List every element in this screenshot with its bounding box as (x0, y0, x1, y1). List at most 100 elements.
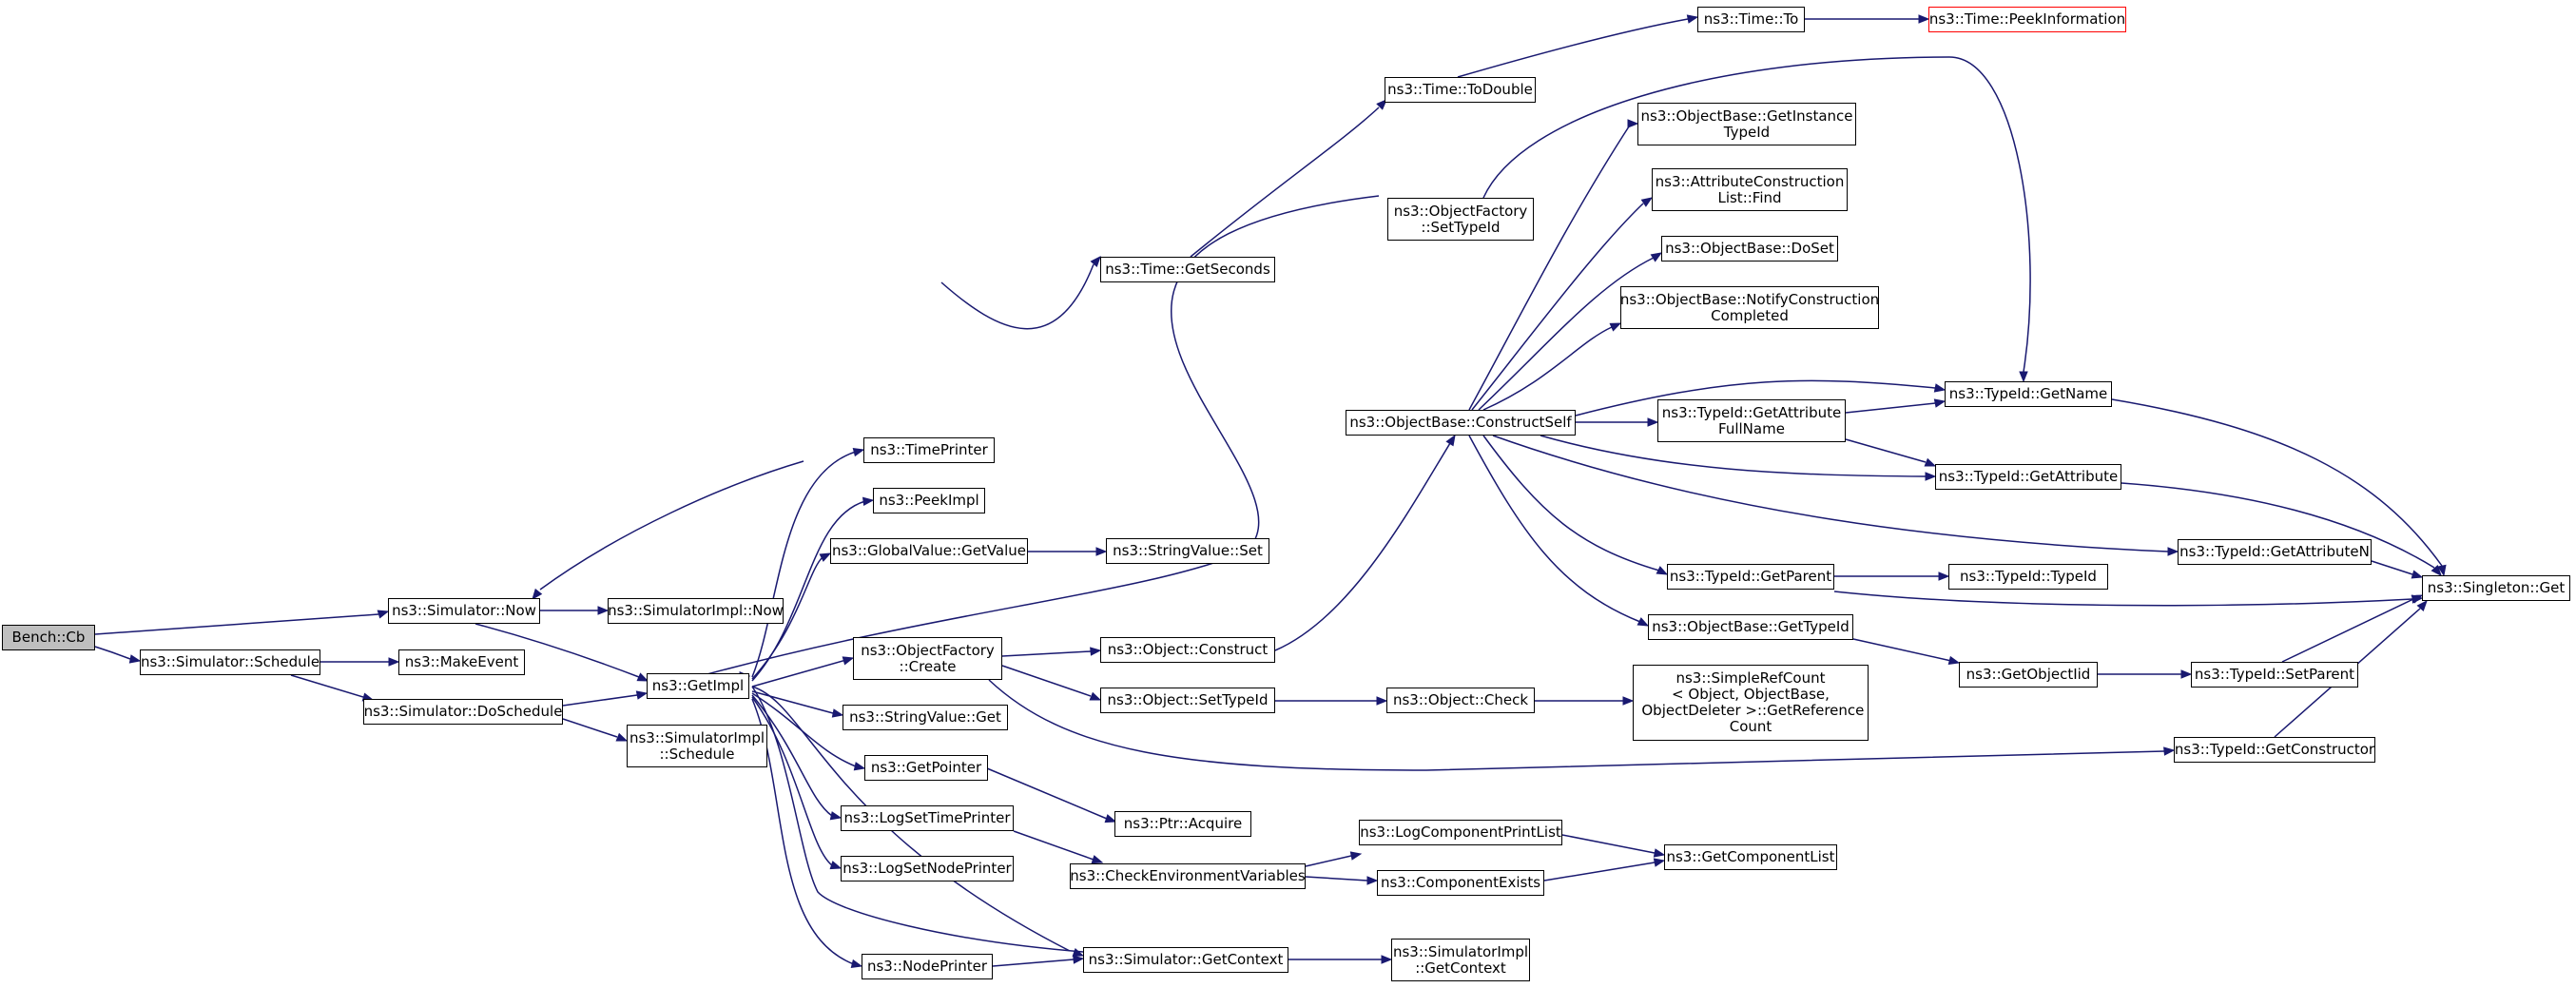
call-edge-arrowhead-61 (852, 447, 865, 457)
call-edge-arrowhead-17 (1445, 434, 1456, 447)
node-simulator-getcontext[interactable]: ns3::Simulator::GetContext (1083, 947, 1288, 973)
node-time-getseconds[interactable]: ns3::Time::GetSeconds (1100, 257, 1275, 282)
call-edge-arrowhead-6 (636, 672, 649, 682)
node-objectbase-constructself[interactable]: ns3::ObjectBase::ConstructSelf (1346, 410, 1576, 436)
call-edge-31 (1468, 435, 1641, 623)
node-ptr-acquire[interactable]: ns3::Ptr::Acquire (1114, 811, 1251, 837)
node-object-construct[interactable]: ns3::Object::Construct (1100, 637, 1275, 663)
call-edge-arrowhead-48 (1073, 955, 1085, 964)
call-edge-arrowhead-28 (1925, 472, 1937, 481)
call-edge-arrowhead-56 (829, 811, 843, 821)
node-simplerefcount-getreferencecount[interactable]: ns3::SimpleRefCount < Object, ObjectBase… (1633, 665, 1869, 741)
call-edge-arrowhead-11 (1686, 14, 1699, 24)
node-typeid-getattribute[interactable]: ns3::TypeId::GetAttribute (1935, 464, 2121, 490)
node-stringvalue-set[interactable]: ns3::StringValue::Set (1106, 538, 1269, 564)
call-edge-arrowhead-29 (2167, 547, 2179, 556)
call-edge-13 (1482, 56, 2031, 373)
node-logcomponentprintlist[interactable]: ns3::LogComponentPrintList (1359, 820, 1562, 845)
call-edge-39 (2371, 560, 2413, 575)
node-singleton-get[interactable]: ns3::Singleton::Get (2422, 575, 2570, 601)
node-simulatorimpl-schedule[interactable]: ns3::SimulatorImpl ::Schedule (627, 725, 767, 767)
node-typeid-setparent[interactable]: ns3::TypeId::SetParent (2191, 662, 2358, 688)
node-peekimpl[interactable]: ns3::PeekImpl (873, 488, 985, 513)
call-edge-arrowhead-7 (635, 690, 649, 700)
node-simulator-now[interactable]: ns3::Simulator::Now (388, 598, 540, 624)
node-objectbase-getinstancetypeid[interactable]: ns3::ObjectBase::GetInstance TypeId (1637, 103, 1856, 145)
node-nodeprinter[interactable]: ns3::NodePrinter (862, 954, 993, 979)
call-edge-10 (1190, 107, 1380, 258)
call-edge-arrowhead-58 (850, 959, 863, 969)
call-edge-56 (751, 694, 833, 817)
node-objectbase-notifyconstructioncompleted[interactable]: ns3::ObjectBase::NotifyConstruction Comp… (1620, 286, 1879, 329)
call-edge-52 (751, 686, 1084, 953)
call-edge-arrowhead-9 (1090, 255, 1101, 268)
call-edge-16 (1001, 665, 1092, 697)
call-edge-arrowhead-36 (2411, 594, 2424, 604)
node-logsettimeprinter[interactable]: ns3::LogSetTimePrinter (841, 805, 1014, 831)
node-time-peekinformation[interactable]: ns3::Time::PeekInformation (1928, 7, 2126, 32)
call-edge-48 (992, 959, 1075, 967)
node-getpointer[interactable]: ns3::GetPointer (864, 755, 988, 781)
call-edge-37 (2111, 398, 2443, 567)
call-edge-arrowhead-42 (1104, 814, 1117, 823)
node-objectbase-doset[interactable]: ns3::ObjectBase::DoSet (1661, 236, 1838, 262)
node-simulatorimpl-now[interactable]: ns3::SimulatorImpl::Now (608, 598, 784, 624)
node-checkenvironmentvariables[interactable]: ns3::CheckEnvironmentVariables (1070, 863, 1306, 889)
call-edge-4 (290, 674, 364, 698)
call-edge-46 (1561, 834, 1656, 854)
call-edge-53 (751, 659, 847, 688)
node-getimpl[interactable]: ns3::GetImpl (647, 673, 749, 699)
node-getobjectiid[interactable]: ns3::GetObjectIid (1959, 662, 2098, 688)
call-edge-30 (1482, 435, 1660, 571)
node-objectfactory-create[interactable]: ns3::ObjectFactory ::Create (853, 637, 1002, 680)
call-edge-29 (1492, 435, 2169, 552)
node-object-check[interactable]: ns3::Object::Check (1386, 688, 1535, 713)
call-edge-0 (94, 613, 379, 635)
node-time-todouble[interactable]: ns3::Time::ToDouble (1385, 77, 1536, 103)
node-timeprinter[interactable]: ns3::TimePrinter (863, 437, 995, 463)
node-typeid-getattributefullname[interactable]: ns3::TypeId::GetAttribute FullName (1657, 399, 1846, 442)
node-typeid-getconstructor[interactable]: ns3::TypeId::GetConstructor (2174, 737, 2375, 763)
node-makeevent[interactable]: ns3::MakeEvent (398, 649, 525, 675)
call-edge-21 (1471, 203, 1644, 411)
call-edge-arrowhead-5 (532, 588, 543, 601)
node-typeid-typeid[interactable]: ns3::TypeId::TypeId (1948, 564, 2108, 590)
call-edge-33 (1833, 591, 2413, 607)
node-logsetnodeprinter[interactable]: ns3::LogSetNodePrinter (841, 856, 1014, 881)
node-attributeconstructionlist-find[interactable]: ns3::AttributeConstruction List::Find (1652, 168, 1848, 211)
call-edge-arrowhead-30 (1656, 566, 1669, 575)
node-object-settypeid[interactable]: ns3::Object::SetTypeId (1100, 688, 1275, 713)
call-edge-15 (1001, 650, 1092, 657)
node-typeid-getparent[interactable]: ns3::TypeId::GetParent (1667, 564, 1834, 590)
call-edge-arrowhead-55 (853, 762, 866, 771)
call-edge-54 (751, 690, 834, 714)
node-componentexists[interactable]: ns3::ComponentExists (1377, 870, 1544, 896)
node-time-to[interactable]: ns3::Time::To (1697, 7, 1805, 32)
call-edge-arrowhead-34 (1947, 655, 1961, 666)
node-globalvalue-getvalue[interactable]: ns3::GlobalValue::GetValue (830, 538, 1028, 564)
call-edge-arrowhead-21 (1640, 197, 1654, 207)
node-objectbase-gettypeid[interactable]: ns3::ObjectBase::GetTypeId (1648, 614, 1853, 640)
call-edge-arrowhead-40 (2416, 599, 2428, 612)
call-edge-arrowhead-41 (2163, 746, 2176, 756)
call-edge-60 (751, 556, 823, 680)
node-stringvalue-get[interactable]: ns3::StringValue::Get (843, 705, 1008, 730)
node-bench-cb[interactable]: Bench::Cb (2, 625, 95, 650)
node-simulator-doschedule[interactable]: ns3::Simulator::DoSchedule (363, 699, 563, 725)
call-edge-arrowhead-2 (597, 606, 610, 615)
node-objectfactory-settypeid[interactable]: ns3::ObjectFactory ::SetTypeId (1387, 198, 1534, 241)
call-edge-5 (539, 460, 804, 591)
call-edge-arrowhead-37 (2437, 564, 2447, 577)
node-typeid-getattributen[interactable]: ns3::TypeId::GetAttributeN (2178, 539, 2372, 565)
node-typeid-getname[interactable]: ns3::TypeId::GetName (1945, 381, 2112, 407)
node-simulatorimpl-getcontext[interactable]: ns3::SimulatorImpl ::GetContext (1391, 939, 1530, 981)
call-edge-55 (751, 692, 857, 767)
call-edge-34 (1852, 638, 1952, 662)
call-edge-25 (1575, 379, 1936, 417)
node-simulator-schedule[interactable]: ns3::Simulator::Schedule (140, 649, 320, 675)
call-edge-arrowhead-20 (1627, 119, 1639, 128)
call-edge-arrowhead-8 (615, 732, 629, 742)
node-getcomponentlist[interactable]: ns3::GetComponentList (1664, 844, 1837, 870)
call-edge-arrowhead-54 (831, 708, 844, 718)
call-edge-arrowhead-24 (1647, 417, 1659, 427)
